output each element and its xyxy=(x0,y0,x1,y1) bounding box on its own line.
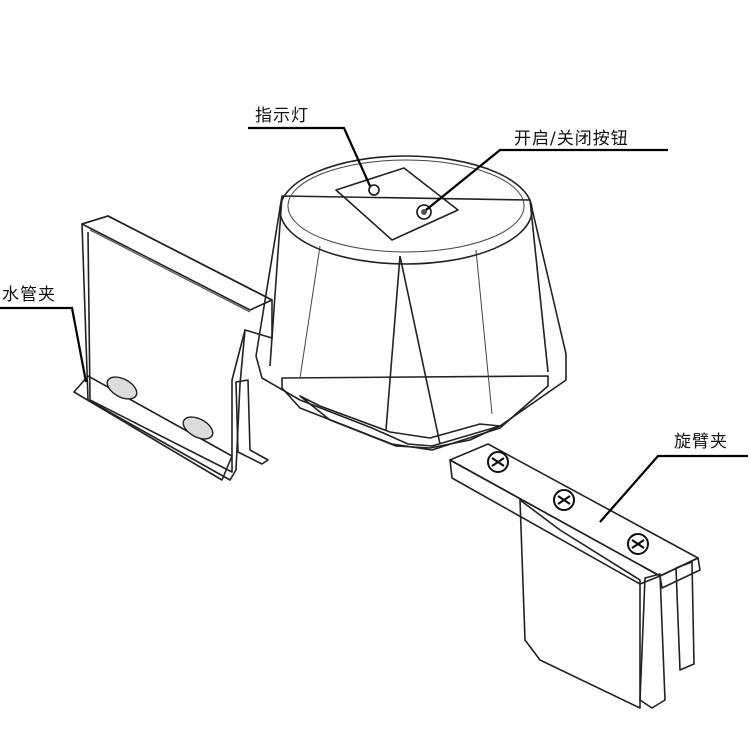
leader-line-indicator xyxy=(248,126,372,187)
label-indicator: 指示灯 xyxy=(255,106,309,126)
leader-line-pipe-clamp xyxy=(0,306,88,383)
label-pipe-clamp: 水管夹 xyxy=(2,285,56,305)
leader-line-button xyxy=(425,148,668,211)
control-panel xyxy=(335,167,459,241)
screw-icon xyxy=(627,533,649,555)
pipe-clamp-slot-lower xyxy=(182,416,214,440)
arm-clamp-bracket xyxy=(449,443,701,709)
label-button: 开启/关闭按钮 xyxy=(514,129,629,149)
pipe-clamp-bracket xyxy=(73,215,273,481)
pipe-clamp-slot-upper xyxy=(106,376,138,400)
label-arm-clamp: 旋臂夹 xyxy=(674,432,728,452)
leader-line-arm-clamp xyxy=(599,454,748,523)
screw-icon xyxy=(487,451,509,473)
indicator-light-icon xyxy=(368,184,380,196)
controller-body xyxy=(255,155,567,451)
screw-icon xyxy=(553,489,575,511)
